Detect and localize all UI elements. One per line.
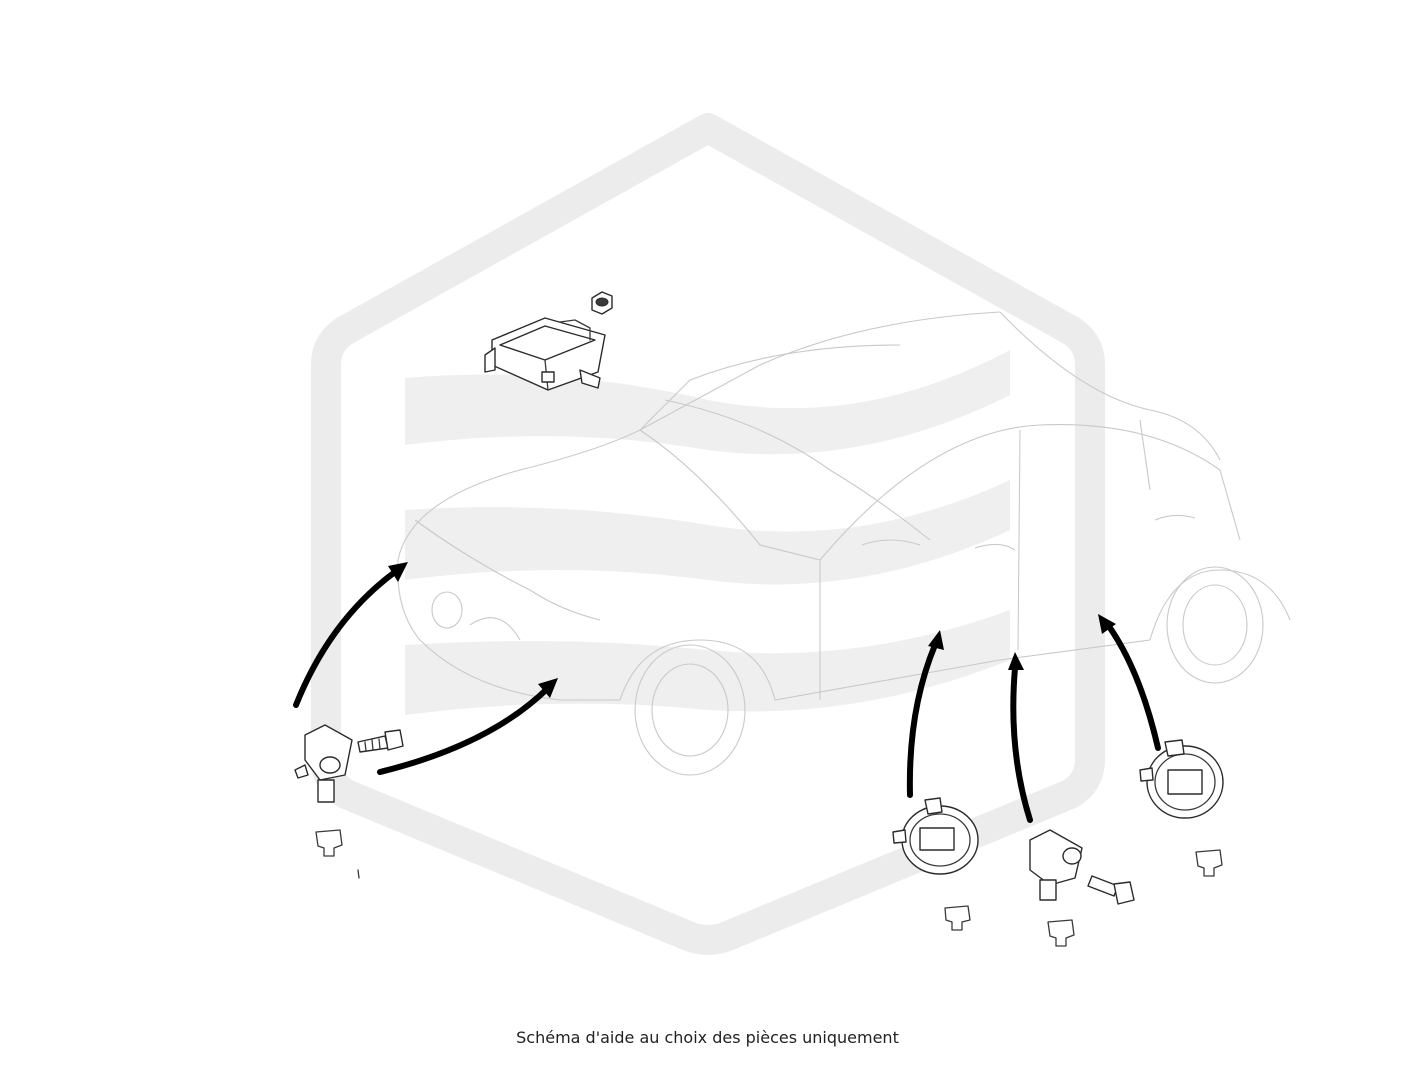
arrow-b-pillar <box>1008 652 1033 823</box>
control-unit-nut[interactable] <box>591 291 613 315</box>
arrow-front-right <box>377 678 558 775</box>
arrow-door-left <box>906 630 944 798</box>
b-pillar-impact-sensor[interactable] <box>1029 829 1083 947</box>
door-pressure-sensor-left[interactable] <box>892 797 979 931</box>
front-left-impact-sensor[interactable] <box>294 724 353 803</box>
arrow-front-left <box>293 562 408 708</box>
diagram-caption: Schéma d'aide au choix des pièces unique… <box>516 1028 899 1047</box>
connector-icon <box>315 829 360 879</box>
airbag-control-unit[interactable] <box>484 317 606 391</box>
car-outline <box>397 311 1291 776</box>
watermark-hexagon-logo <box>311 113 1105 955</box>
door-pressure-sensor-rear[interactable] <box>1139 739 1224 877</box>
sensor-bolt-side[interactable] <box>1087 875 1135 905</box>
arrow-door-rear <box>1098 614 1161 751</box>
sensor-bolt-front[interactable] <box>357 729 404 753</box>
